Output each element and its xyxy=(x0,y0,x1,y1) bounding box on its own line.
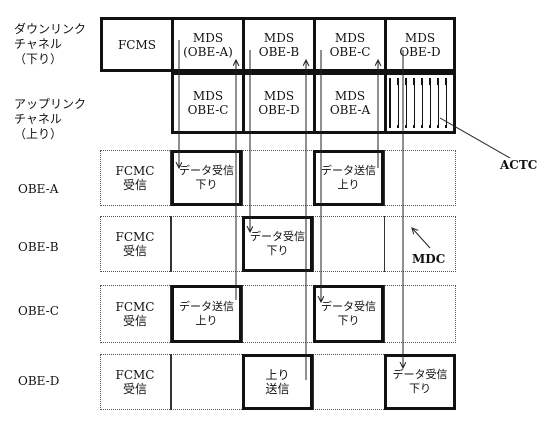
obe-d-uplink-send-slot: 上り 送信 xyxy=(242,354,313,410)
slot-divider xyxy=(171,216,172,272)
obe-c-data-receive-slot: データ受信 下り xyxy=(313,285,384,343)
actc-label: ACTC xyxy=(500,158,538,172)
obe-a-label: OBE-A xyxy=(18,182,59,196)
actc-stripes-mask xyxy=(391,85,449,125)
slot-divider xyxy=(242,150,243,206)
downlink-mds-obe-d-slot: MDS OBE-D xyxy=(384,17,456,72)
obe-a-fcmc-cell: FCMC 受信 xyxy=(100,150,171,206)
uplink-actc-slot xyxy=(384,72,456,134)
obe-a-row xyxy=(100,150,456,206)
slot-divider xyxy=(242,285,243,343)
obe-b-data-receive-slot: データ受信 下り xyxy=(242,216,313,272)
actc-callout-line xyxy=(439,117,511,159)
obe-b-fcmc-cell: FCMC 受信 xyxy=(100,216,171,272)
slot-divider xyxy=(384,216,385,272)
obe-c-data-send-slot: データ送信 上り xyxy=(171,285,242,343)
obe-d-data-receive-slot: データ受信 下り xyxy=(384,354,456,410)
slot-divider xyxy=(384,150,385,206)
obe-a-data-send-slot: データ送信 上り xyxy=(313,150,384,206)
obe-d-fcmc-cell: FCMC 受信 xyxy=(100,354,171,410)
obe-c-fcmc-cell: FCMC 受信 xyxy=(100,285,171,343)
obe-c-row xyxy=(100,285,456,343)
slot-divider xyxy=(313,354,314,410)
mdc-callout-arrow xyxy=(412,228,431,249)
obe-c-label: OBE-C xyxy=(18,304,59,318)
downlink-channel-label: ダウンリンク チャネル （下り） xyxy=(14,22,87,66)
mdc-label: MDC xyxy=(412,252,446,266)
obe-a-data-receive-slot: データ受信 下り xyxy=(171,150,242,206)
slot-divider xyxy=(384,285,385,343)
obe-b-label: OBE-B xyxy=(18,240,59,254)
uplink-channel-label: アップリンク チャネル （上り） xyxy=(14,97,87,141)
slot-divider xyxy=(171,354,172,410)
obe-d-label: OBE-D xyxy=(18,374,60,388)
slot-divider xyxy=(313,216,314,272)
